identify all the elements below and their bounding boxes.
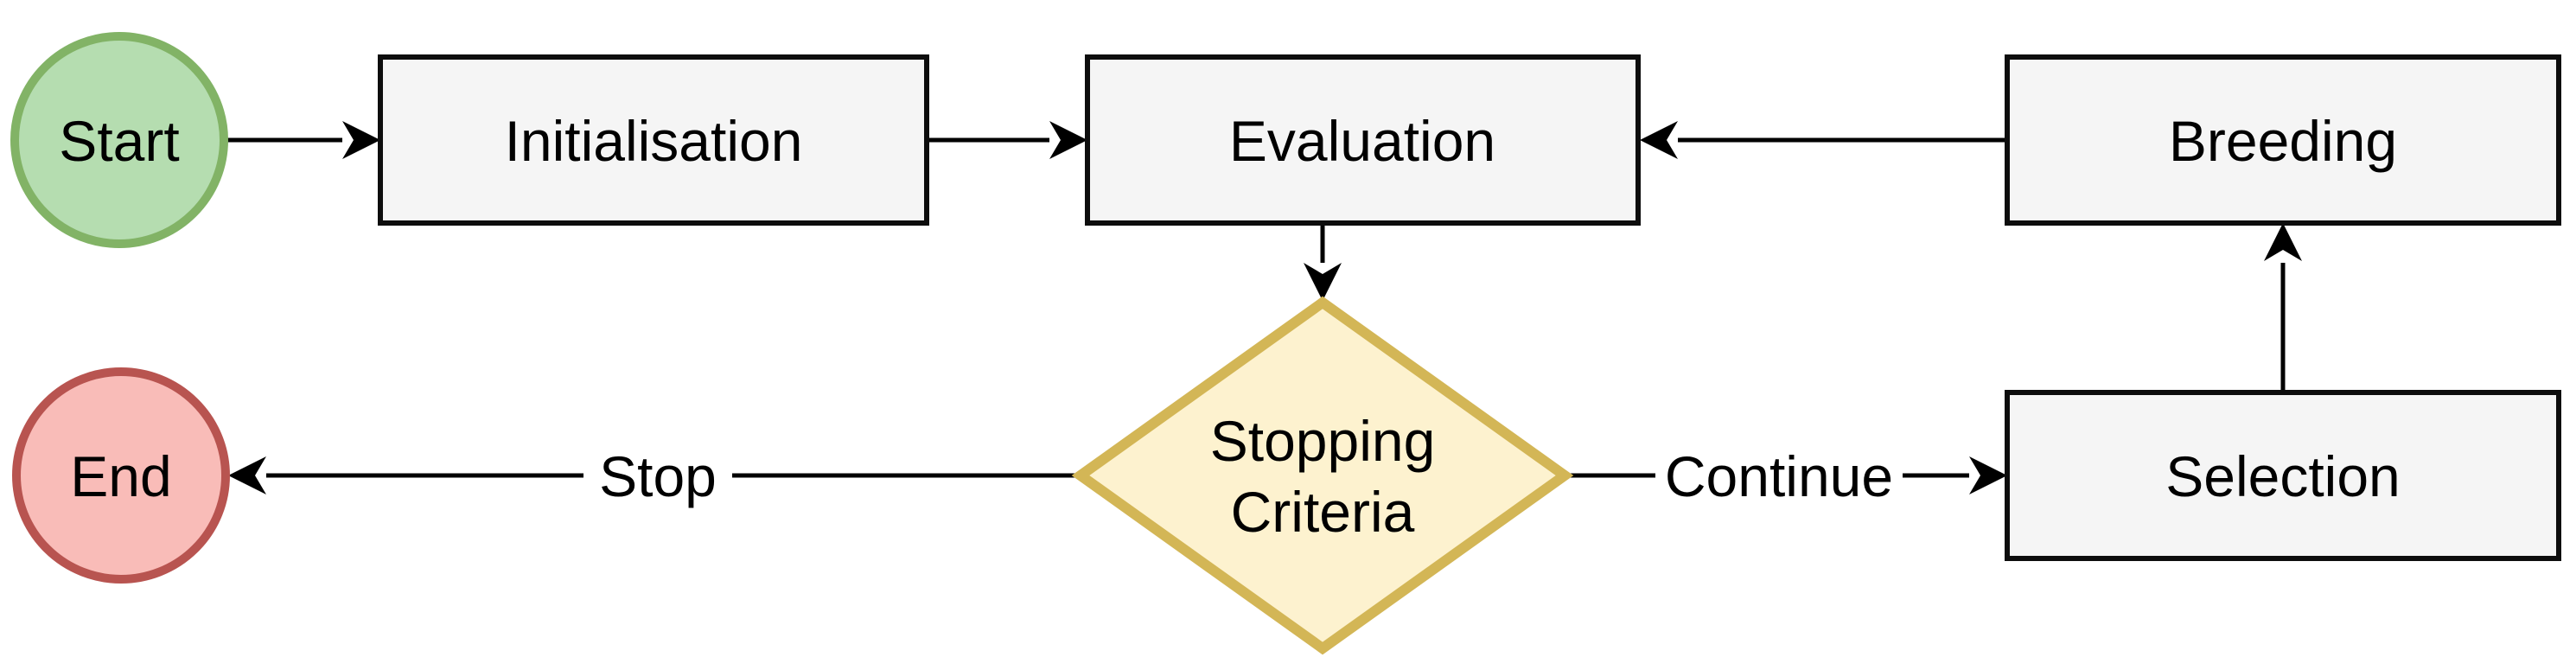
- node-end-label: End: [70, 444, 171, 508]
- edge-stopping-criteria-to-selection: Continue: [1565, 443, 2007, 508]
- node-end: End: [12, 367, 230, 584]
- node-stopping-criteria-label-line1: Stopping: [1210, 409, 1436, 473]
- node-stopping-criteria-label-line2: Criteria: [1231, 480, 1415, 544]
- arrowhead-right-icon: [1049, 121, 1087, 159]
- node-start: Start: [10, 32, 228, 248]
- node-stopping-criteria: Stopping Criteria: [1071, 296, 1574, 655]
- node-evaluation: Evaluation: [1085, 54, 1641, 226]
- edge-evaluation-to-stopping-criteria: [1304, 223, 1342, 301]
- end-ellipse: [12, 367, 230, 584]
- edge-label-stop: Stop: [599, 444, 717, 508]
- node-start-label: Start: [59, 109, 179, 173]
- edge-breeding-to-evaluation: [1640, 121, 2007, 159]
- edge-start-to-initialisation: [225, 121, 380, 159]
- node-selection: Selection: [2005, 390, 2561, 561]
- node-breeding-label: Breeding: [2169, 109, 2397, 173]
- initialisation-box: [378, 54, 929, 226]
- edge-label-background: [583, 443, 732, 507]
- node-selection-label: Selection: [2165, 444, 2401, 508]
- breeding-box: [2005, 54, 2561, 226]
- node-breeding: Breeding: [2005, 54, 2561, 226]
- edge-stopping-criteria-to-end: Stop: [228, 443, 1081, 508]
- selection-box: [2005, 390, 2561, 561]
- arrowhead-left-icon: [1640, 121, 1678, 159]
- arrowhead-left-icon: [228, 456, 266, 494]
- evaluation-box: [1085, 54, 1641, 226]
- edge-selection-to-breeding: [2264, 223, 2302, 392]
- edge-label-continue: Continue: [1665, 444, 1893, 508]
- edge-initialisation-to-evaluation: [927, 121, 1087, 159]
- arrowhead-right-icon: [342, 121, 380, 159]
- arrowhead-right-icon: [1969, 456, 2007, 494]
- node-initialisation-label: Initialisation: [505, 109, 803, 173]
- arrowhead-down-icon: [1304, 263, 1342, 301]
- arrowhead-up-icon: [2264, 223, 2302, 261]
- stopping-criteria-diamond: [1071, 296, 1574, 655]
- start-ellipse: [10, 32, 228, 248]
- edge-label-background: [1655, 443, 1903, 507]
- node-initialisation: Initialisation: [378, 54, 929, 226]
- node-evaluation-label: Evaluation: [1229, 109, 1495, 173]
